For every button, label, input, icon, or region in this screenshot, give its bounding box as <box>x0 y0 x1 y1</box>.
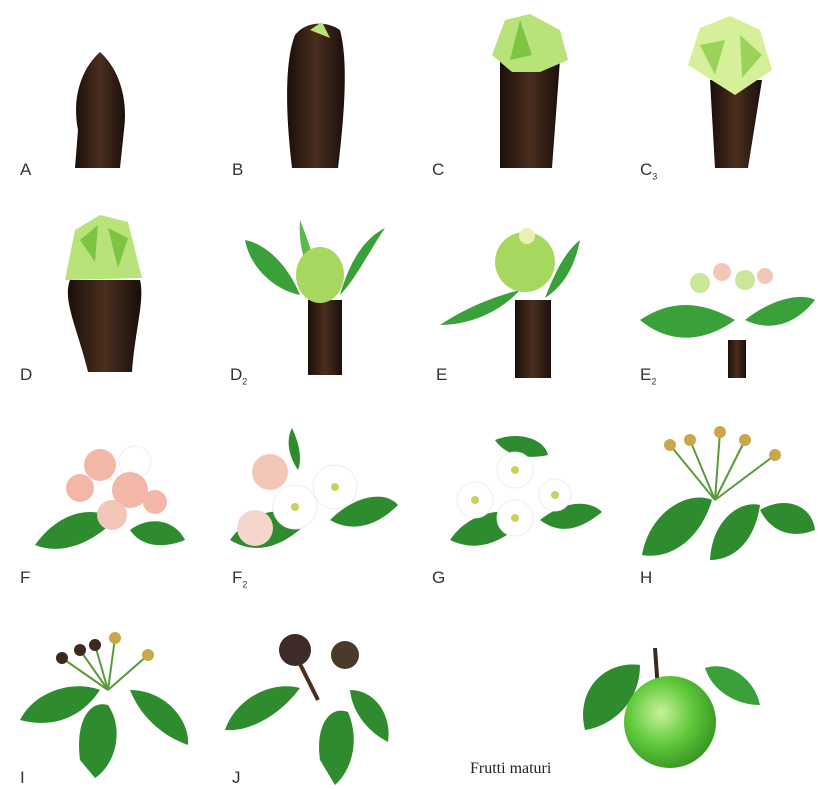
stage-label-e: E <box>436 365 447 385</box>
stage-label-b: B <box>232 160 243 180</box>
stage-label-g: G <box>432 568 445 588</box>
stage-e2-illustration <box>640 263 815 378</box>
stage-g-illustration <box>450 436 602 546</box>
stage-d-illustration <box>65 215 142 372</box>
stage-label-j: J <box>232 768 241 788</box>
stage-h-illustration <box>642 426 815 560</box>
stage-label-c3: C3 <box>640 160 657 181</box>
stage-c-illustration <box>492 14 568 168</box>
stage-label-e2: E2 <box>640 365 656 386</box>
stage-i-illustration <box>20 632 188 778</box>
mature-fruit-caption: Frutti maturi <box>470 760 551 778</box>
stage-label-d: D <box>20 365 32 385</box>
stage-d2-illustration <box>245 220 385 375</box>
stage-c3-illustration <box>688 16 772 168</box>
stage-label-h: H <box>640 568 652 588</box>
stage-j-illustration <box>225 634 389 785</box>
stage-label-a: A <box>20 160 31 180</box>
stage-label-f2: F2 <box>232 568 247 589</box>
stage-b-illustration <box>287 22 345 168</box>
stage-a-illustration <box>75 52 125 168</box>
stage-label-d2: D2 <box>230 365 247 386</box>
stage-label-c: C <box>432 160 444 180</box>
stage-e-illustration <box>440 228 580 378</box>
stage-label-f: F <box>20 568 30 588</box>
stage-f-illustration <box>35 446 185 549</box>
mature-fruit-illustration <box>583 648 760 768</box>
stage-label-i: I <box>20 768 25 788</box>
stage-f2-illustration <box>230 428 398 548</box>
